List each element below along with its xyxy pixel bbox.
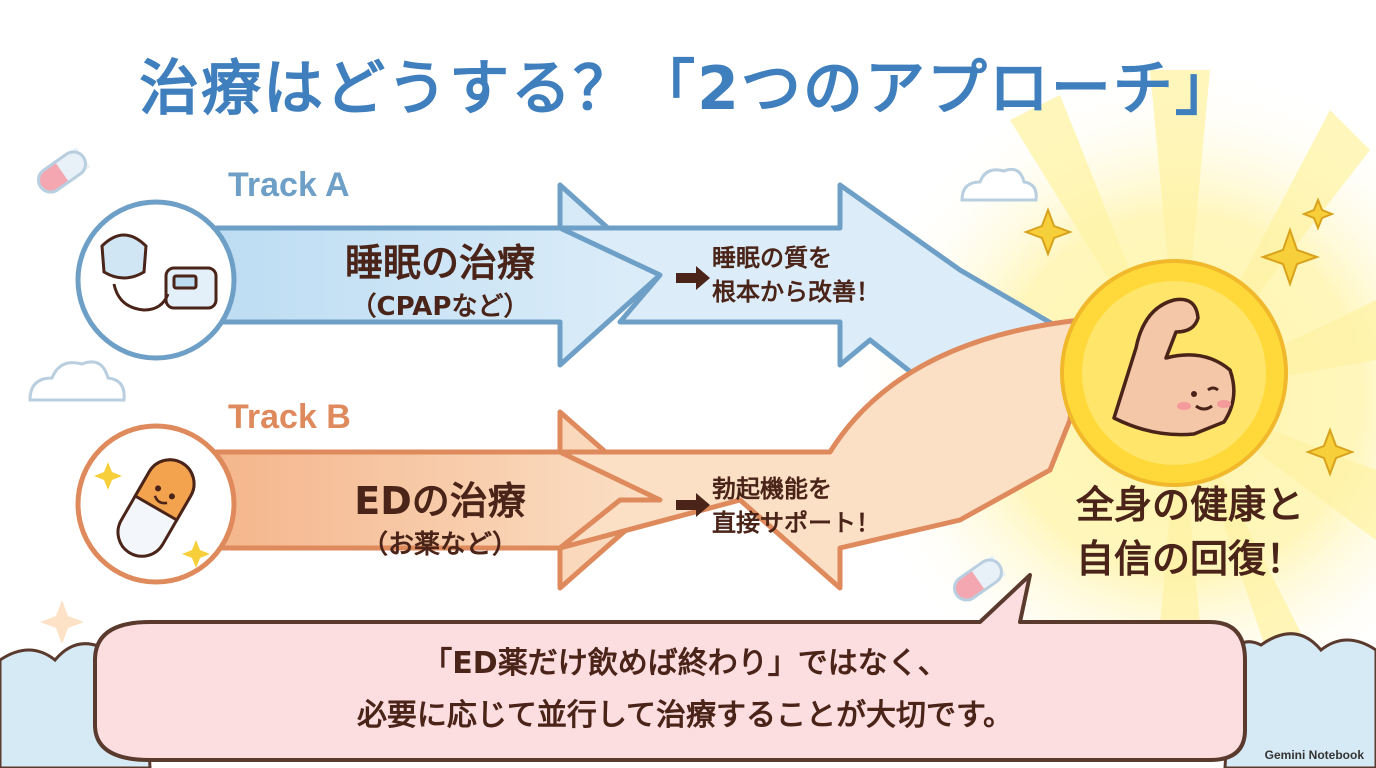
track-a-sub-text: （CPAPなど） xyxy=(350,292,530,322)
page-title: 治療はどうする？「2つのアプローチ」 xyxy=(139,54,1237,124)
track-b-main-text: EDの治療 xyxy=(354,479,526,523)
track-b-merge-arrow xyxy=(557,317,1083,591)
track-b-result-line-1: 勃起機能を xyxy=(712,475,832,503)
cpap-machine-icon xyxy=(75,199,237,361)
goal-line-2: 自信の回復！ xyxy=(1075,537,1304,581)
flexing-arm-icon xyxy=(1060,259,1288,487)
track-a-main-text: 睡眠の治療 xyxy=(344,241,535,285)
cloud-icon xyxy=(28,167,1038,402)
pill-icon xyxy=(37,147,91,194)
track-b-sub-text: （お薬など） xyxy=(361,530,518,560)
track-b-result-line-2: 直接サポート！ xyxy=(712,509,880,537)
track-b-result: 勃起機能を 直接サポート！ xyxy=(712,472,880,540)
track-b-label: Track B xyxy=(228,398,351,436)
track-a-arrow xyxy=(197,182,663,368)
pill-icon xyxy=(953,555,1007,602)
note-line-1: 「ED薬だけ飲めば終わり」ではなく、 xyxy=(422,646,948,681)
track-a-result-line-2: 根本から改善！ xyxy=(712,278,880,306)
track-a-label: Track A xyxy=(228,166,350,204)
track-a-result-line-1: 睡眠の質を xyxy=(712,244,832,272)
smiling-capsule-icon xyxy=(75,423,237,585)
track-a-result: 睡眠の質を 根本から改善！ xyxy=(712,241,880,309)
note-line-2: 必要に応じて並行して治療することが大切です。 xyxy=(356,698,1014,733)
goal-text: 全身の健康と 自信の回復！ xyxy=(1030,478,1350,586)
track-b-arrow xyxy=(197,409,663,591)
arrow-right-icon xyxy=(676,266,710,517)
sparkle-icon xyxy=(1023,197,1355,477)
brand-watermark: Gemini Notebook xyxy=(1264,748,1364,762)
goal-line-1: 全身の健康と xyxy=(1075,483,1304,527)
